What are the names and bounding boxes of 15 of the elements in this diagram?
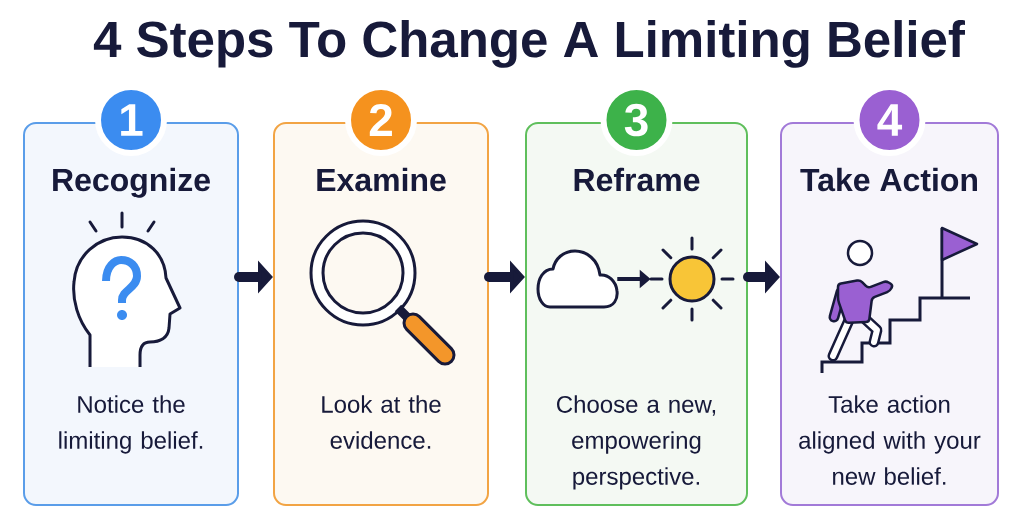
number-badge: 2 (345, 84, 417, 156)
step-description: Notice the limiting belief. (59, 395, 203, 454)
step-heading: Take Action (800, 167, 977, 192)
step-description: Look at the evidence. (322, 395, 441, 449)
number-badge: 3 (600, 84, 673, 156)
sun-icon (649, 236, 735, 322)
number-badge: 4 (853, 84, 926, 156)
step-description: Take action aligned with your new belief. (799, 395, 981, 485)
step-heading: Reframe (574, 167, 700, 192)
number-badge: 1 (95, 84, 167, 156)
step-description: Choose a new, empowering perspective. (557, 395, 716, 490)
cloud-icon (536, 249, 619, 309)
step-heading: Recognize (53, 167, 210, 198)
step-heading: Examine (317, 167, 446, 192)
title: 4 Steps To Change A Limiting Belief (93, 20, 965, 68)
